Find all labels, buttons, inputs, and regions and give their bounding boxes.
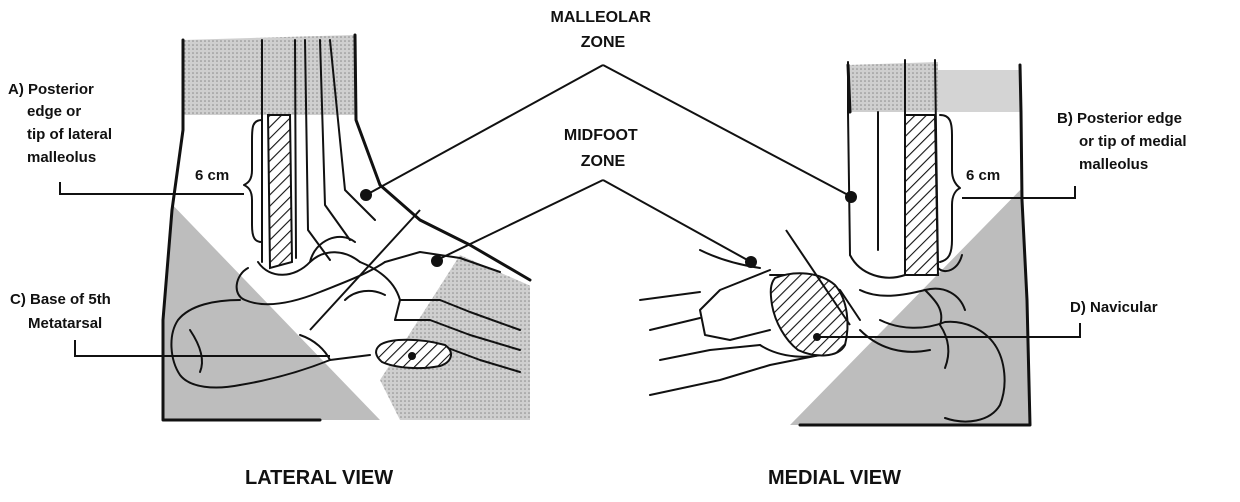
medial-leg-bones <box>847 59 963 273</box>
medial-6cm-label: 6 cm <box>966 167 1000 184</box>
medial-navicular-hatched <box>769 272 849 357</box>
lateral-midfoot-zone-dot <box>431 255 443 267</box>
medial-malleolar-zone-dot <box>845 191 857 203</box>
medial-tibia-hatched <box>904 114 940 276</box>
lateral-leg-shaded-band <box>183 35 355 115</box>
callout-leaders <box>59 182 1081 357</box>
lateral-6cm-bracket <box>243 119 263 243</box>
malleolar-zone-label: MALLEOLAR ZONE <box>551 9 656 51</box>
midfoot-zone-label: MIDFOOT ZONE <box>564 127 642 170</box>
medial-navicular-dot <box>813 333 821 341</box>
medial-view-label: MEDIAL VIEW <box>768 467 901 489</box>
medial-leg-shaded-band <box>848 62 938 112</box>
lateral-malleolar-zone-dot <box>360 189 372 201</box>
callout-b-posterior-medial: B) Posterior edge or tip of medial malle… <box>1057 110 1191 173</box>
medial-leg-shaded-band-right <box>938 70 1020 112</box>
medial-foot-drawing <box>639 59 1032 427</box>
zone-boundary-lines <box>309 209 851 331</box>
lateral-6cm-label: 6 cm <box>195 167 229 184</box>
lateral-fibula-hatched <box>266 114 294 270</box>
medial-heel-shaded-region <box>790 180 1030 425</box>
lateral-foot-drawing <box>161 33 532 422</box>
lateral-tarsal-bones <box>170 235 521 389</box>
malleolar-zone-leaders <box>365 64 851 197</box>
medial-midfoot-zone-dot <box>745 256 757 268</box>
lateral-leg-bones <box>261 39 376 263</box>
callout-a-posterior-lateral: A) Posterior edge or tip of lateral mall… <box>8 81 116 166</box>
lateral-heel-shaded-region <box>163 195 380 420</box>
medial-6cm-bracket <box>939 114 961 263</box>
midfoot-zone-leaders <box>436 179 752 263</box>
callout-c-base-5th-metatarsal: C) Base of 5th Metatarsal <box>10 291 115 332</box>
lateral-5th-metatarsal-dot <box>408 352 416 360</box>
lateral-foot-outline <box>161 33 532 422</box>
lateral-forefoot-shaded-region <box>380 255 530 420</box>
lateral-view-label: LATERAL VIEW <box>245 467 393 489</box>
callout-d-navicular: D) Navicular <box>1070 299 1158 316</box>
